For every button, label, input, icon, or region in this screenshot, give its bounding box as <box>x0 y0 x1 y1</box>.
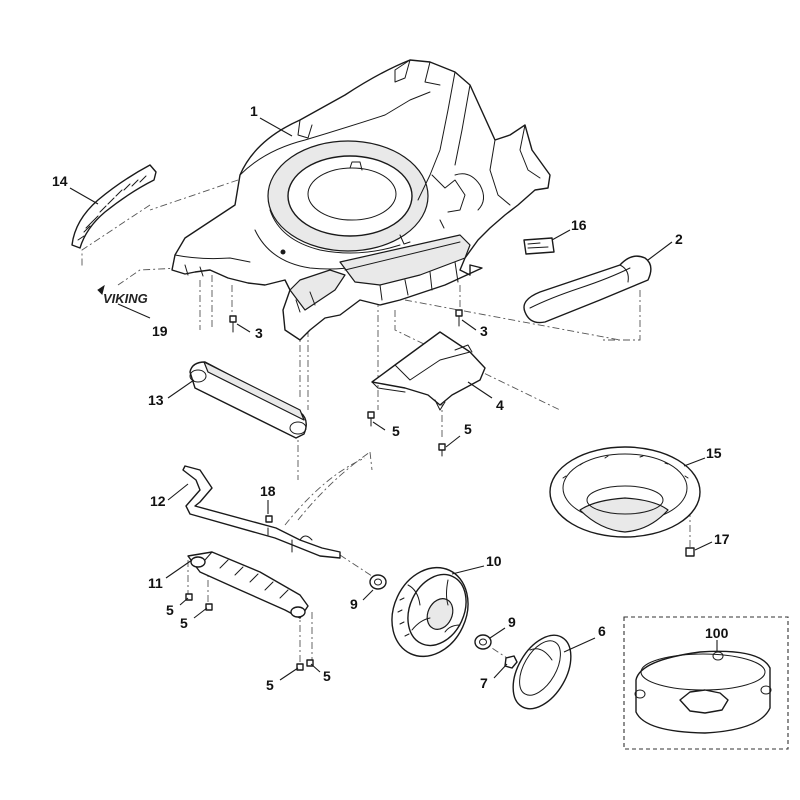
callout-12: 12 <box>150 493 166 509</box>
part-2-side-cover <box>523 255 652 324</box>
part-10-wheel <box>391 566 469 658</box>
callout-100: 100 <box>705 625 729 641</box>
callout-9a: 9 <box>350 596 358 612</box>
callout-1: 1 <box>250 103 258 119</box>
leader-lines <box>69 117 718 681</box>
part-12-front-axle <box>182 465 341 559</box>
callout-5f: 5 <box>323 668 331 684</box>
callout-5d: 5 <box>180 615 188 631</box>
viking-logo-text: VIKING <box>103 291 148 306</box>
callout-9b: 9 <box>508 614 516 630</box>
callout-11: 11 <box>148 575 163 591</box>
part-3-screws <box>229 309 463 333</box>
callout-13: 13 <box>148 392 164 408</box>
callout-17: 17 <box>714 531 730 547</box>
callout-5b: 5 <box>464 421 472 437</box>
callout-5c: 5 <box>166 602 174 618</box>
part-4-deflector <box>371 331 486 411</box>
callout-10: 10 <box>486 553 502 569</box>
callout-14: 14 <box>52 173 68 189</box>
part-16-label <box>523 237 555 255</box>
callout-19: 19 <box>152 323 168 339</box>
callout-5e: 5 <box>266 677 274 693</box>
viking-logo: VIKING <box>97 284 148 306</box>
part-11-axle-bracket <box>187 551 309 619</box>
part-7-nut <box>504 655 518 669</box>
callout-3b: 3 <box>480 323 488 339</box>
part-13-front-cover <box>189 361 307 439</box>
callout-3a: 3 <box>255 325 263 341</box>
part-15-engine-bowl <box>549 446 701 538</box>
callout-15: 15 <box>706 445 722 461</box>
callout-7: 7 <box>480 675 488 691</box>
part-6-hubcap <box>512 634 572 710</box>
part-18-pin <box>265 515 273 523</box>
part-1-mower-deck <box>171 59 551 341</box>
callout-16: 16 <box>571 217 587 233</box>
callout-2: 2 <box>675 231 683 247</box>
callout-4: 4 <box>496 397 504 413</box>
part-14-rear-flap <box>71 164 157 249</box>
callout-18: 18 <box>260 483 276 499</box>
callout-5a: 5 <box>392 423 400 439</box>
part-17-screw <box>685 547 695 557</box>
part-100-kit <box>623 616 789 750</box>
part-9-bearings <box>369 574 492 650</box>
callout-labels: 1 2 3 3 4 5 5 5 5 5 5 6 7 9 9 10 11 12 1… <box>52 103 730 693</box>
part-5-screws <box>185 411 446 671</box>
callout-6: 6 <box>598 623 606 639</box>
